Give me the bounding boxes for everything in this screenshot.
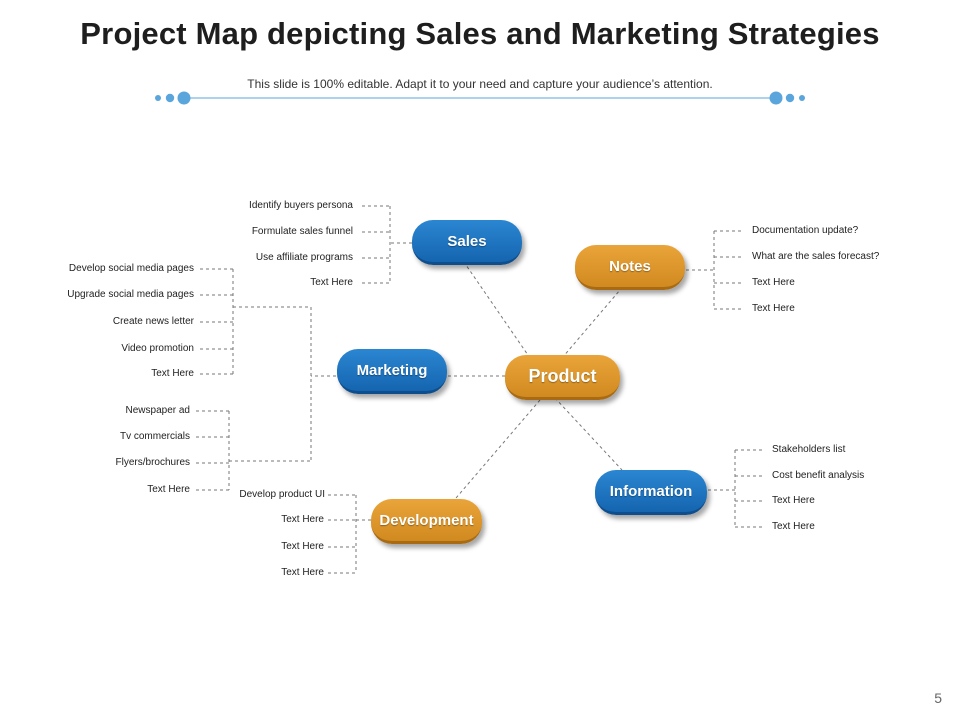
- sales-node[interactable]: Sales: [412, 220, 522, 265]
- notes-item: Documentation update?: [752, 225, 859, 236]
- divider-dot-right-mid: [785, 93, 795, 103]
- product-node[interactable]: Product: [505, 355, 620, 400]
- page-title: Project Map depicting Sales and Marketin…: [80, 16, 880, 51]
- information-item: Cost benefit analysis: [772, 470, 865, 481]
- marketing-item: Text Here: [151, 368, 194, 379]
- notes-node[interactable]: Notes: [575, 245, 685, 290]
- marketing-item: Develop social media pages: [68, 263, 194, 274]
- marketing-item: Newspaper ad: [125, 405, 190, 416]
- spoke-notes: [561, 289, 621, 359]
- page-number: 5: [934, 690, 942, 706]
- marketing-item: Tv commercials: [119, 431, 190, 442]
- notes-item: Text Here: [752, 303, 795, 314]
- spoke-information: [554, 397, 623, 471]
- information-node[interactable]: Information: [595, 470, 707, 515]
- notes-item: Text Here: [752, 277, 795, 288]
- development-node[interactable]: Development: [371, 499, 482, 544]
- development-item: Develop product UI: [239, 489, 325, 500]
- marketing-item: Flyers/brochures: [115, 457, 190, 468]
- sales-item: Identify buyers persona: [249, 200, 353, 211]
- marketing-item: Video promotion: [121, 343, 194, 354]
- page-subtitle: This slide is 100% editable. Adapt it to…: [247, 77, 713, 91]
- sales-item: Formulate sales funnel: [251, 226, 353, 237]
- title-divider: [155, 91, 805, 105]
- divider-dot-left-mid: [165, 93, 175, 103]
- spoke-sales: [465, 264, 531, 359]
- divider-dot-right-small: [799, 95, 805, 101]
- information-item: Text Here: [772, 521, 815, 532]
- development-item: Text Here: [281, 514, 324, 525]
- divider-dot-left-large: [177, 91, 191, 105]
- marketing-node[interactable]: Marketing: [337, 349, 447, 394]
- marketing-item: Upgrade social media pages: [67, 289, 194, 300]
- notes-item: What are the sales forecast?: [752, 251, 880, 262]
- marketing-item: Text Here: [147, 484, 190, 495]
- development-item: Text Here: [281, 541, 324, 552]
- spoke-development: [455, 399, 541, 499]
- development-item: Text Here: [281, 567, 324, 578]
- sales-item: Use affiliate programs: [255, 252, 353, 263]
- marketing-item: Create news letter: [112, 316, 194, 327]
- sales-item: Text Here: [310, 277, 353, 288]
- divider-dot-right-large: [769, 91, 783, 105]
- information-item: Text Here: [772, 495, 815, 506]
- divider-dot-left-small: [155, 95, 161, 101]
- information-item: Stakeholders list: [772, 444, 846, 455]
